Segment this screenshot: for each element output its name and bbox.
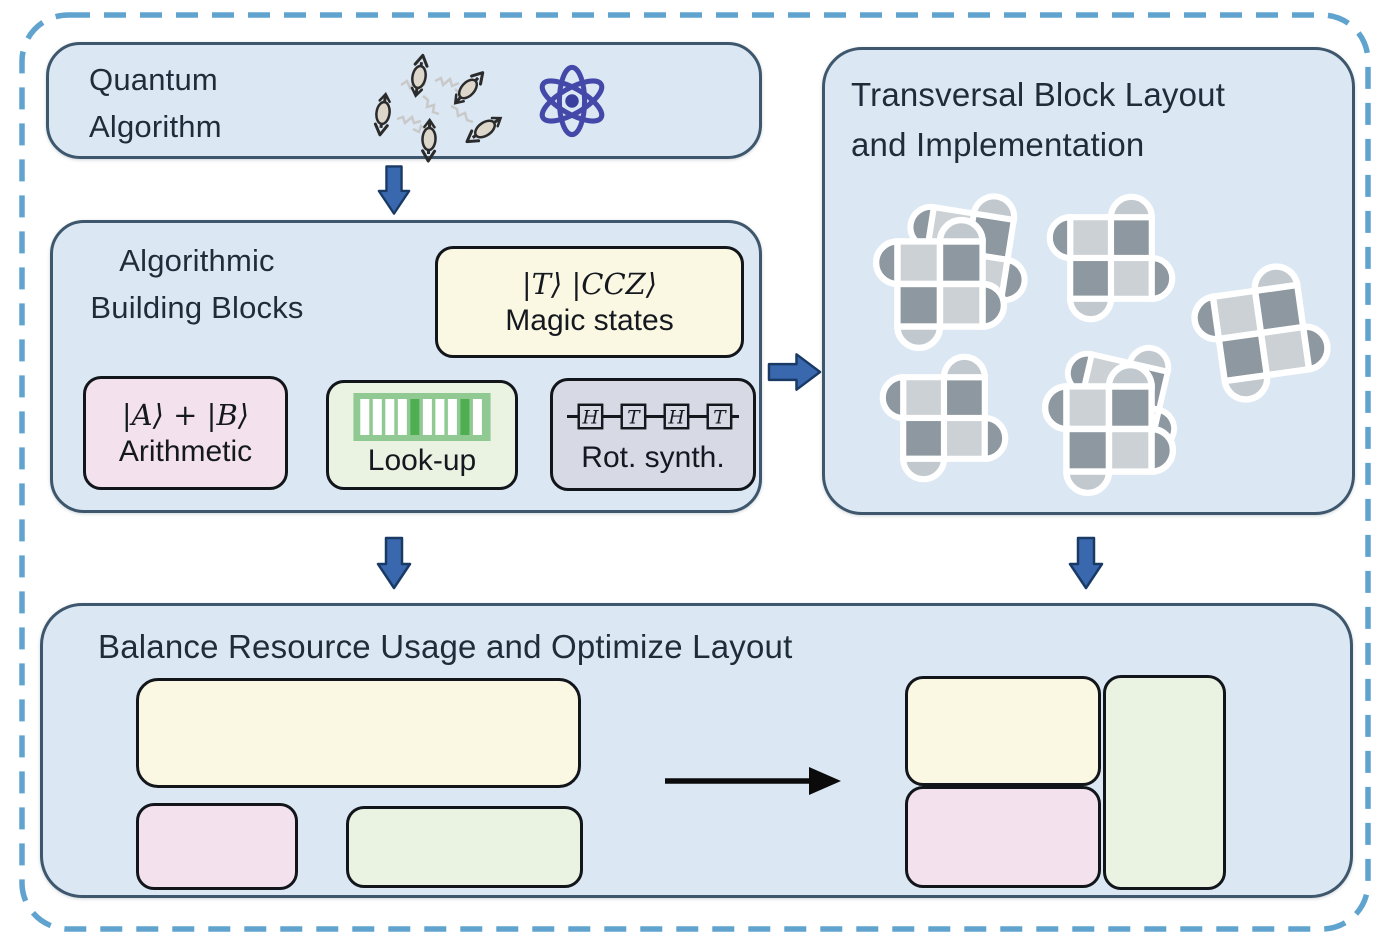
rot-synth-block: H T H T Rot. synth. [550,378,756,491]
magic-states-block: |T⟩ |CCZ⟩ Magic states [435,246,744,358]
optimized-block-green [1103,675,1226,890]
quantum-algorithm-box: Quantum Algorithm [46,42,762,163]
arrow-down-icon [376,536,412,590]
lookup-label: Look-up [367,443,477,477]
arithmetic-label: Arithmetic [118,434,253,468]
gate-sequence-icon: H T H T [567,403,739,429]
arithmetic-block: |A⟩ + |B⟩ Arithmetic [83,376,288,490]
rot-synth-label: Rot. synth. [581,440,725,474]
building-blocks-box: Algorithmic Building Blocks |T⟩ |CCZ⟩ Ma… [50,220,762,513]
balance-title: Balance Resource Usage and Optimize Layo… [98,628,793,665]
transversal-title-line2: and Implementation [851,126,1145,163]
gate-letter: H [581,407,599,428]
resource-block-green [346,806,583,888]
balance-box: Balance Resource Usage and Optimize Layo… [40,603,1353,898]
resource-block-cream [136,678,581,788]
lookup-block: Look-up [326,380,518,490]
building-blocks-title: Algorithmic Building Blocks [71,237,323,331]
transversal-title-line1: Transversal Block Layout [851,76,1226,113]
surface-code-patch-icon [1038,358,1180,500]
quantum-algorithm-title: Quantum Algorithm [89,56,222,150]
surface-code-patch-icon [1043,190,1179,326]
gate-letter: T [713,407,727,428]
interacting-spins-icon [372,52,506,163]
building-blocks-title-line1: Algorithmic [119,243,275,278]
building-blocks-title-line2: Building Blocks [90,290,304,325]
arrow-down-icon [377,165,411,215]
quantum-algorithm-title-line1: Quantum [89,62,218,97]
transversal-title: Transversal Block Layout and Implementat… [851,70,1225,170]
surface-code-patch-icon [1181,253,1341,413]
resource-block-pink [136,803,298,890]
lookup-table-icon [353,392,491,441]
magic-states-label: Magic states [505,303,674,337]
arrow-down-icon [1068,536,1104,590]
optimized-block-pink [905,786,1101,888]
gate-letter: H [667,407,685,428]
atom-icon [539,64,605,138]
optimized-block-cream [905,676,1101,786]
black-right-arrow-icon [665,767,841,795]
gate-letter: T [627,407,641,428]
surface-code-patch-icon [869,213,1011,355]
arithmetic-math: |A⟩ + |B⟩ [121,397,250,432]
magic-states-math: |T⟩ |CCZ⟩ [521,266,658,301]
arrow-right-icon [767,353,822,391]
surface-code-patch-icon [876,350,1012,486]
quantum-algorithm-title-line2: Algorithm [89,109,222,144]
